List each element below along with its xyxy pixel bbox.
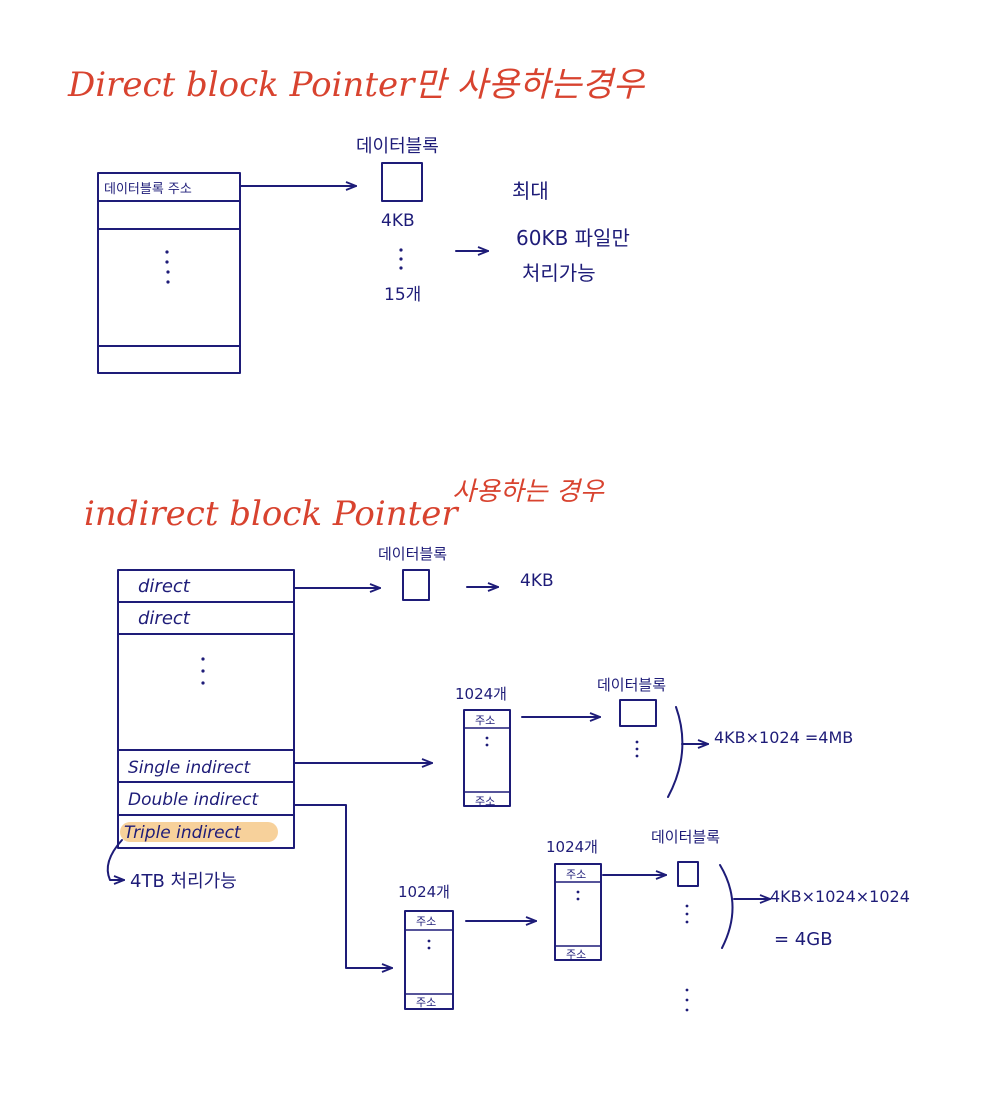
indirect-direct-result: 4KB — [520, 571, 554, 591]
double-count-label-1: 1024개 — [398, 883, 450, 901]
inode-row-direct-1: direct — [138, 576, 191, 597]
indirect-direct-block-label: 데이터블록 — [378, 545, 447, 563]
inode-row-direct-2: direct — [138, 608, 191, 629]
data-block — [381, 162, 423, 202]
svg-text:주소: 주소 — [566, 868, 586, 881]
data-block — [677, 861, 699, 887]
single-brace — [667, 706, 684, 798]
single-result: 4KB×1024 =4MB — [714, 728, 853, 747]
block-size-label: 4KB — [381, 211, 415, 231]
direct-section-title: Direct block Pointer만 사용하는경우 — [67, 65, 646, 105]
svg-text:주소: 주소 — [475, 795, 495, 808]
inode-row-double-indirect: Double indirect — [128, 790, 259, 810]
svg-text:주소: 주소 — [416, 996, 436, 1009]
indirect-section-title: indirect block Pointer — [84, 494, 459, 534]
indirect-inode-table: direct direct Single indirect Double ind… — [117, 569, 295, 849]
block-count-label: 15개 — [384, 285, 421, 305]
vertical-ellipsis-icon — [399, 248, 403, 270]
direct-inode-first-row: 데이터블록 주소 — [104, 182, 192, 197]
vertical-ellipsis-icon — [635, 740, 639, 758]
vertical-ellipsis-icon — [201, 657, 205, 685]
result-line-1: 최대 — [512, 179, 549, 203]
indirect-section-title-suffix: 사용하는 경우 — [452, 477, 605, 507]
double-brace — [719, 864, 734, 949]
double-result-line-1: 4KB×1024×1024 — [770, 887, 910, 906]
double-pointer-block-1: 주소 주소 — [404, 910, 454, 1010]
result-line-2: 60KB 파일만 — [516, 226, 630, 250]
result-line-3: 처리가능 — [522, 261, 596, 285]
double-result-line-2: = 4GB — [774, 929, 833, 950]
inode-row-triple-indirect: Triple indirect — [124, 823, 242, 843]
single-pointer-block: 주소 주소 — [463, 709, 511, 808]
direct-inode-table: 데이터블록 주소 — [97, 172, 241, 374]
single-count-label: 1024개 — [455, 685, 507, 703]
triple-note-arrow — [106, 839, 125, 880]
triple-indirect-highlight — [120, 822, 278, 842]
single-block-label: 데이터블록 — [597, 676, 666, 694]
vertical-ellipsis-icon — [685, 988, 689, 1012]
double-block-label: 데이터블록 — [651, 828, 720, 846]
direct-block-label: 데이터블록 — [356, 136, 439, 157]
svg-text:주소: 주소 — [416, 915, 436, 928]
svg-text:주소: 주소 — [475, 714, 495, 727]
triple-note: 4TB 처리가능 — [130, 871, 237, 892]
data-block — [619, 699, 657, 727]
double-count-label-2: 1024개 — [546, 838, 598, 856]
double-pointer-block-2: 주소 주소 — [554, 863, 602, 961]
vertical-ellipsis-icon — [685, 904, 689, 924]
data-block — [402, 569, 430, 601]
double-indirect-arrow — [293, 804, 393, 968]
svg-text:주소: 주소 — [566, 948, 586, 961]
vertical-ellipsis-icon — [165, 250, 170, 284]
inode-row-single-indirect: Single indirect — [128, 758, 251, 778]
